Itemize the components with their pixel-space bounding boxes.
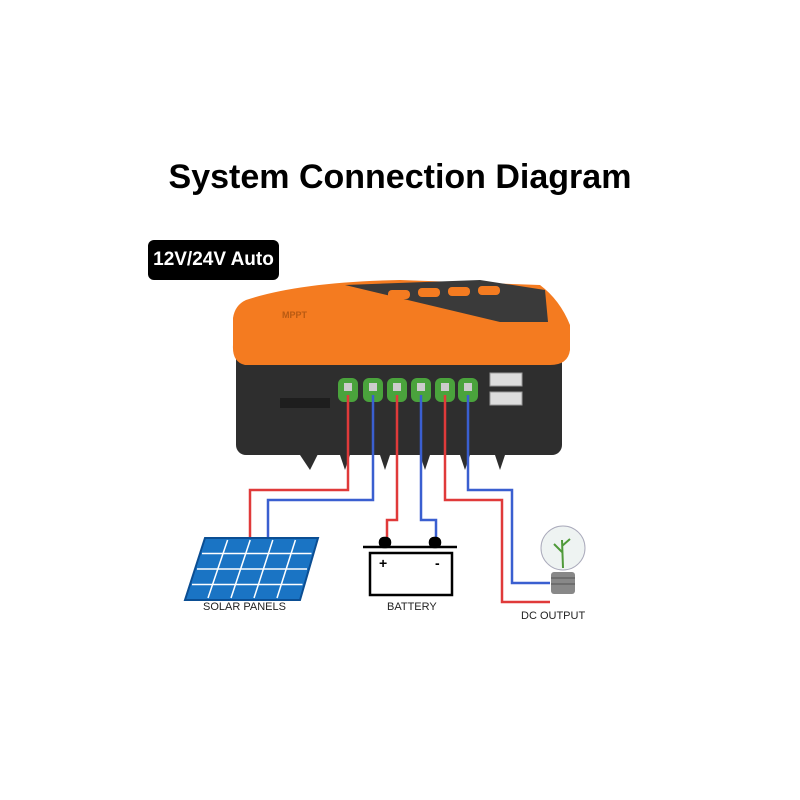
light-bulb-icon (540, 525, 586, 594)
voltage-badge: 12V/24V Auto (148, 240, 279, 280)
battery-plus: + (379, 555, 387, 571)
battery-label: BATTERY (387, 601, 437, 613)
heatsink-fins (255, 430, 545, 470)
terminal-block (338, 378, 478, 402)
fuse-slot (280, 398, 330, 408)
wires (248, 395, 550, 604)
output-negative-wire (466, 395, 550, 585)
usb-ports (489, 372, 523, 406)
battery-icon (363, 536, 457, 597)
battery-positive-wire (385, 395, 399, 538)
controller-brand: MPPT (282, 310, 308, 320)
battery-minus: - (435, 555, 440, 571)
page-title: System Connection Diagram (168, 158, 632, 196)
solar-panels-label: SOLAR PANELS (203, 601, 286, 613)
dc-output-label: DC OUTPUT (521, 610, 586, 622)
solar-panel-icon (183, 537, 320, 601)
solar-positive-wire (248, 395, 350, 537)
solar-negative-wire (266, 395, 375, 537)
charge-controller: MPPT (232, 280, 570, 470)
output-positive-wire (443, 395, 550, 604)
battery-negative-wire (419, 395, 438, 538)
